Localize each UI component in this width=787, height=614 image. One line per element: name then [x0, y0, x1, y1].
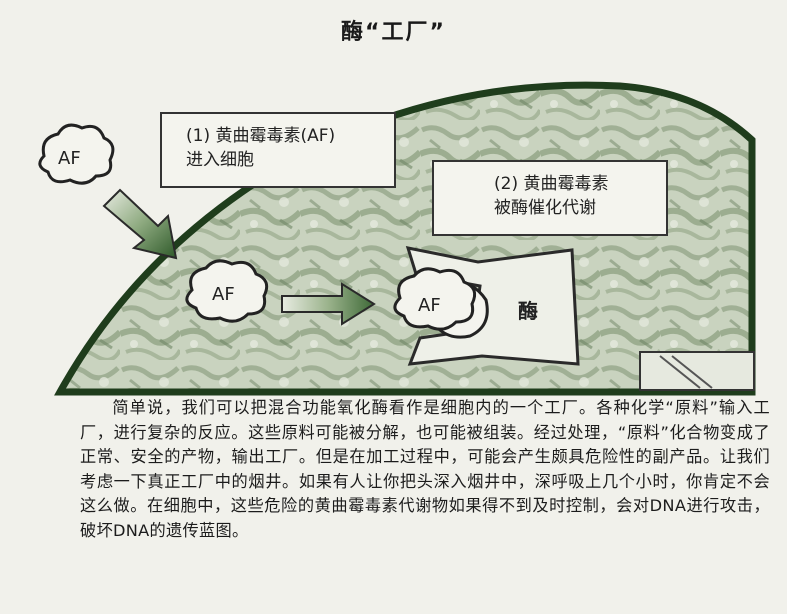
corner-block [639, 351, 755, 391]
step2-line1: (2) 黄曲霉毒素 [494, 174, 609, 194]
step1-line1: (1) 黄曲霉毒素(AF) [186, 126, 336, 146]
af-cloud-inside [185, 259, 269, 323]
af-label-inside: AF [212, 284, 235, 305]
enzyme-factory-figure: AF AF AF 酶 酶“工厂” (1) 黄曲霉毒素(AF) 进入细胞 (2) … [38, 20, 756, 396]
af-label-bound: AF [418, 295, 441, 316]
af-cloud-bound [393, 267, 489, 339]
metabolism-arrow [281, 282, 376, 326]
af-cloud-outside [38, 123, 115, 185]
af-label-outside: AF [58, 148, 81, 169]
step1-line2: 进入细胞 [186, 150, 254, 170]
caption-paragraph: 简单说，我们可以把混合功能氧化酶看作是细胞内的一个工厂。各种化学“原料”输入工厂… [80, 396, 770, 606]
step2-line2: 被酶催化代谢 [494, 198, 596, 218]
caption-text: 简单说，我们可以把混合功能氧化酶看作是细胞内的一个工厂。各种化学“原料”输入工厂… [80, 398, 770, 540]
step1-label-box: (1) 黄曲霉毒素(AF) 进入细胞 [160, 112, 396, 188]
enzyme-label: 酶 [518, 299, 538, 323]
step2-label-box: (2) 黄曲霉毒素 被酶催化代谢 [432, 160, 668, 236]
figure-illustration: AF AF AF 酶 [38, 81, 756, 396]
entry-arrow [102, 188, 178, 260]
figure-title: 酶“工厂” [341, 20, 446, 45]
